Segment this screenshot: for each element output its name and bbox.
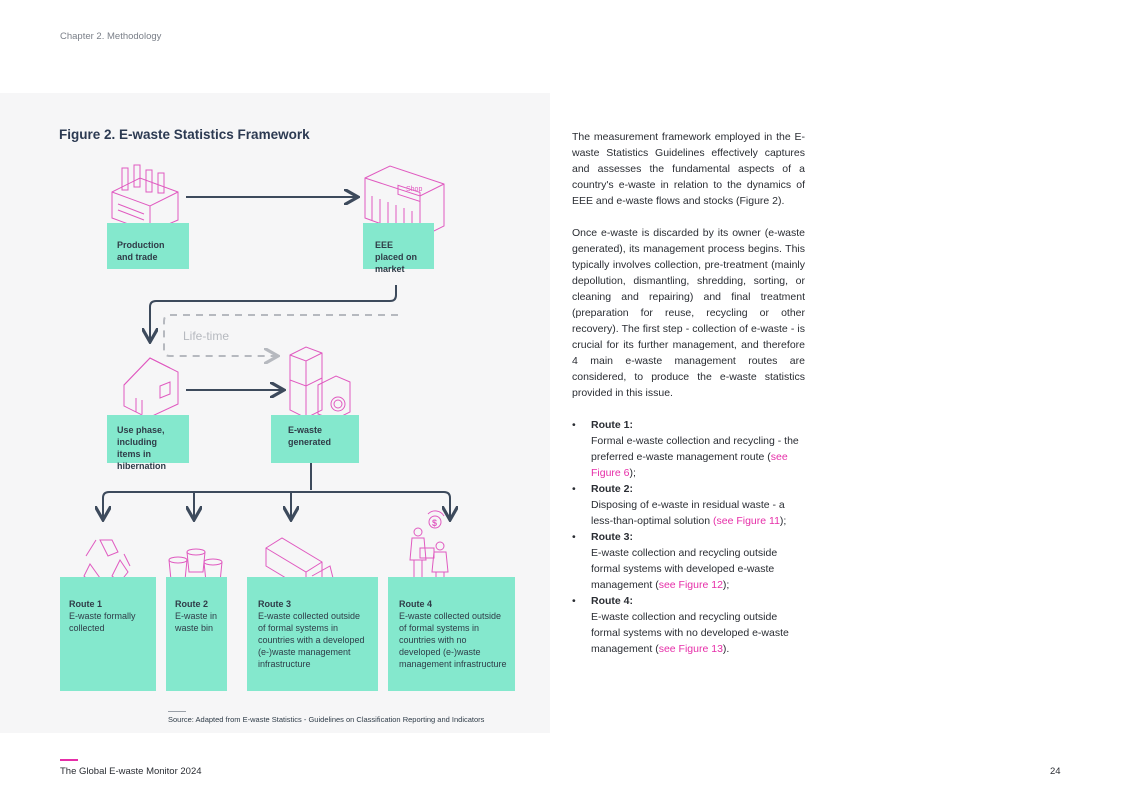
route-1-box: Route 1 E-waste formally collected [60,577,156,691]
lifetime-arrow [163,314,398,356]
source-rule [168,711,186,712]
house-icon [123,357,179,419]
chapter-header: Chapter 2. Methodology [60,31,162,42]
see-figure-6-link[interactable]: see Figure 6 [591,451,788,479]
footer-accent-rule [60,759,78,761]
see-figure-12-link[interactable]: see Figure 12 [658,579,723,591]
see-figure-13-link[interactable]: see Figure 13 [658,643,723,655]
node-placed-on-market: EEE placed on market [363,223,434,274]
route-4-box: Route 4 E-waste collected outside of for… [388,577,515,691]
figure-source: Source: Adapted from E-waste Statistics … [168,715,485,724]
lifetime-label: Life-time [183,329,230,343]
route-item-3: Route 3: E-waste collection and recyclin… [572,529,805,593]
footer-title: The Global E-waste Monitor 2024 [60,766,202,777]
route-2-box: Route 2 E-waste in waste bin [166,577,227,691]
route-item-1: Route 1: Formal e-waste collection and r… [572,417,805,481]
see-figure-11-link[interactable]: (see Figure 11 [712,515,780,527]
page-number: 24 [1050,766,1061,777]
paragraph-1: The measurement framework employed in th… [572,131,805,207]
arrow-market-to-use [150,285,397,340]
node-use-phase: Use phase, including items in hibernatio… [107,415,189,471]
factory-icon [111,164,179,233]
figure-title: Figure 2. E-waste Statistics Framework [59,127,310,142]
arrow-routes-bar [102,491,451,515]
route-item-4: Route 4: E-waste collection and recyclin… [572,593,805,657]
route-3-box: Route 3 E-waste collected outside of for… [247,577,378,691]
dollar-icon: $ [432,518,437,528]
body-text: The measurement framework employed in th… [572,129,805,657]
route-item-2: Route 2: Disposing of e-waste in residua… [572,481,805,529]
paragraph-2: Once e-waste is discarded by its owner (… [572,227,805,399]
framework-diagram: Shop [83,164,550,595]
appliances-icon [289,346,351,421]
routes-list: Route 1: Formal e-waste collection and r… [572,417,805,657]
node-production: Production and trade [107,223,189,269]
node-e-waste-generated: E-waste generated [271,415,359,463]
shop-sign: Shop [406,186,422,193]
